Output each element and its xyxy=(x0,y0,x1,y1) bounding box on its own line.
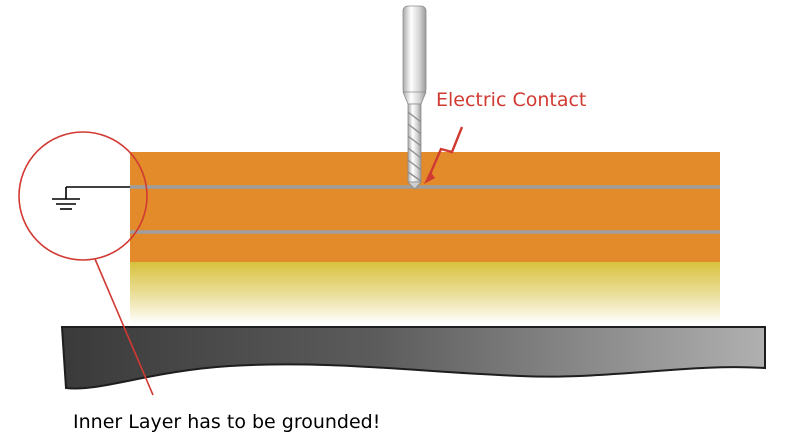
grounding-caption: Inner Layer has to be grounded! xyxy=(73,411,380,433)
drill-bit-icon xyxy=(402,5,427,190)
base-plate xyxy=(60,326,766,390)
callout-pointer-line xyxy=(94,258,154,396)
ground-symbol-icon xyxy=(52,186,130,210)
electric-contact-label: Electric Contact xyxy=(436,89,586,111)
backing-layer xyxy=(130,262,720,324)
ground-callout-circle xyxy=(18,131,148,261)
lightning-bolt-icon xyxy=(426,126,464,180)
spark-arrowhead xyxy=(424,171,435,184)
pcb-board xyxy=(130,152,720,262)
